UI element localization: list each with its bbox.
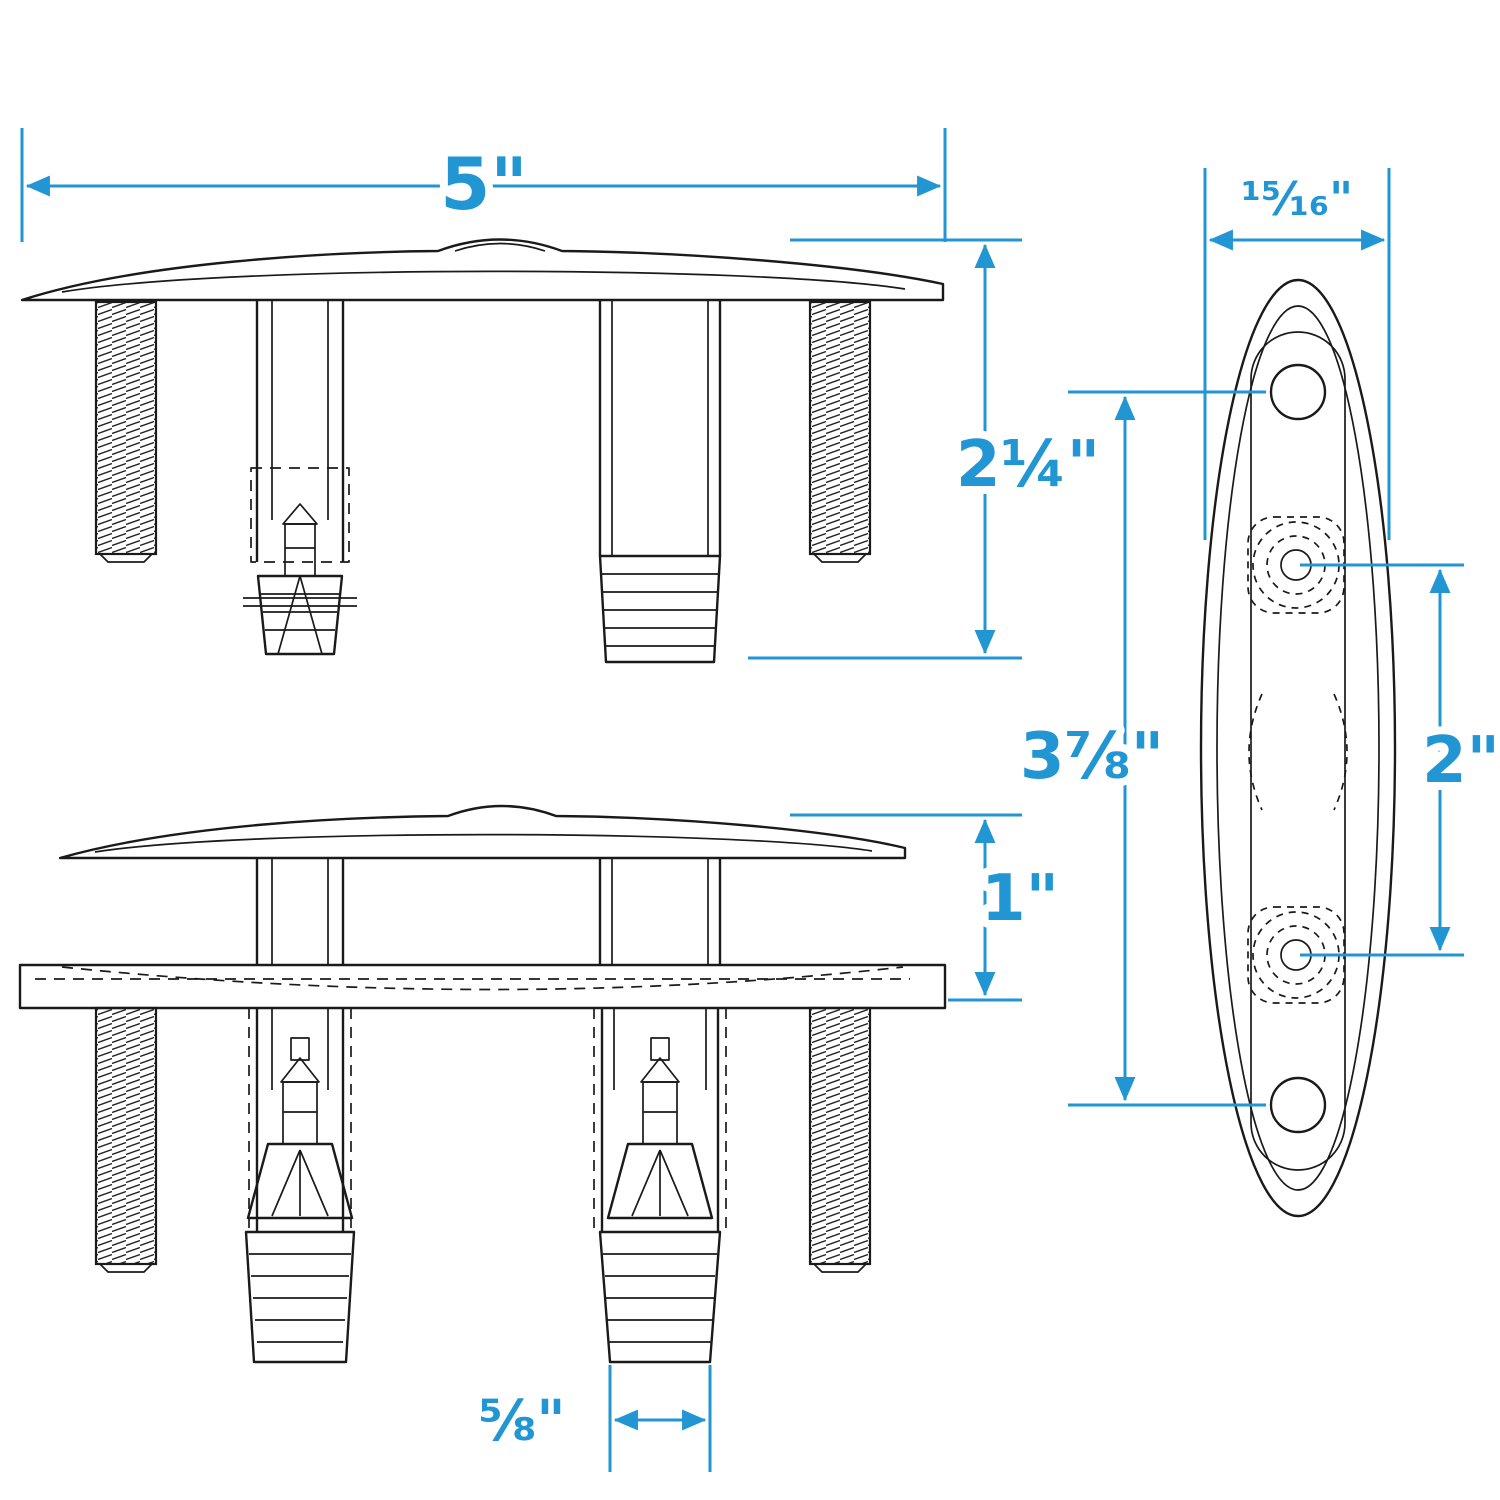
dim-overall-length: 5" xyxy=(20,128,947,242)
expansion-anchor-right xyxy=(593,1008,727,1364)
expansion-anchor-left xyxy=(244,1008,356,1364)
dim-label-horn-height: 1" xyxy=(981,862,1059,936)
dim-overall-height-raised: 2¼" xyxy=(748,238,1108,660)
dim-label-stud-diameter: ⅝" xyxy=(478,1389,565,1454)
dim-stud-spacing: 2" xyxy=(1300,563,1500,957)
end-hole-bottom xyxy=(1269,1076,1327,1134)
dim-label-body-width: ¹⁵⁄₁₆" xyxy=(1241,172,1353,226)
end-hole-top xyxy=(1269,363,1327,421)
dim-label-end-hole-spacing: 3⅞" xyxy=(1020,720,1164,794)
side-view-flush xyxy=(18,804,947,1364)
cleat-horn-flush xyxy=(58,804,907,860)
dim-stud-diameter: ⅝" xyxy=(470,1365,712,1472)
hidden-center-detail xyxy=(1248,693,1348,811)
side-view-raised xyxy=(20,238,945,664)
dim-end-hole-spacing: 3⅞" xyxy=(1012,390,1266,1107)
plan-view xyxy=(1199,278,1397,1218)
threaded-stud-right-flush xyxy=(808,1006,872,1273)
dim-label-stud-spacing: 2" xyxy=(1422,724,1500,798)
threaded-stud-left-flush xyxy=(94,1006,158,1273)
dim-label-overall-length: 5" xyxy=(440,142,528,226)
cleat-leg-left xyxy=(243,300,357,656)
threaded-stud-right xyxy=(808,300,872,563)
threaded-stud-left xyxy=(94,300,158,563)
cleat-horn-raised xyxy=(20,238,945,302)
dim-horn-height: 1" xyxy=(790,813,1067,1002)
dim-label-overall-height-raised: 2¼" xyxy=(956,428,1100,502)
recess-slot xyxy=(1250,331,1346,1171)
dim-body-width: ¹⁵⁄₁₆" xyxy=(1203,164,1391,540)
deck-plate xyxy=(18,963,947,1010)
cleat-leg-right xyxy=(598,300,722,664)
